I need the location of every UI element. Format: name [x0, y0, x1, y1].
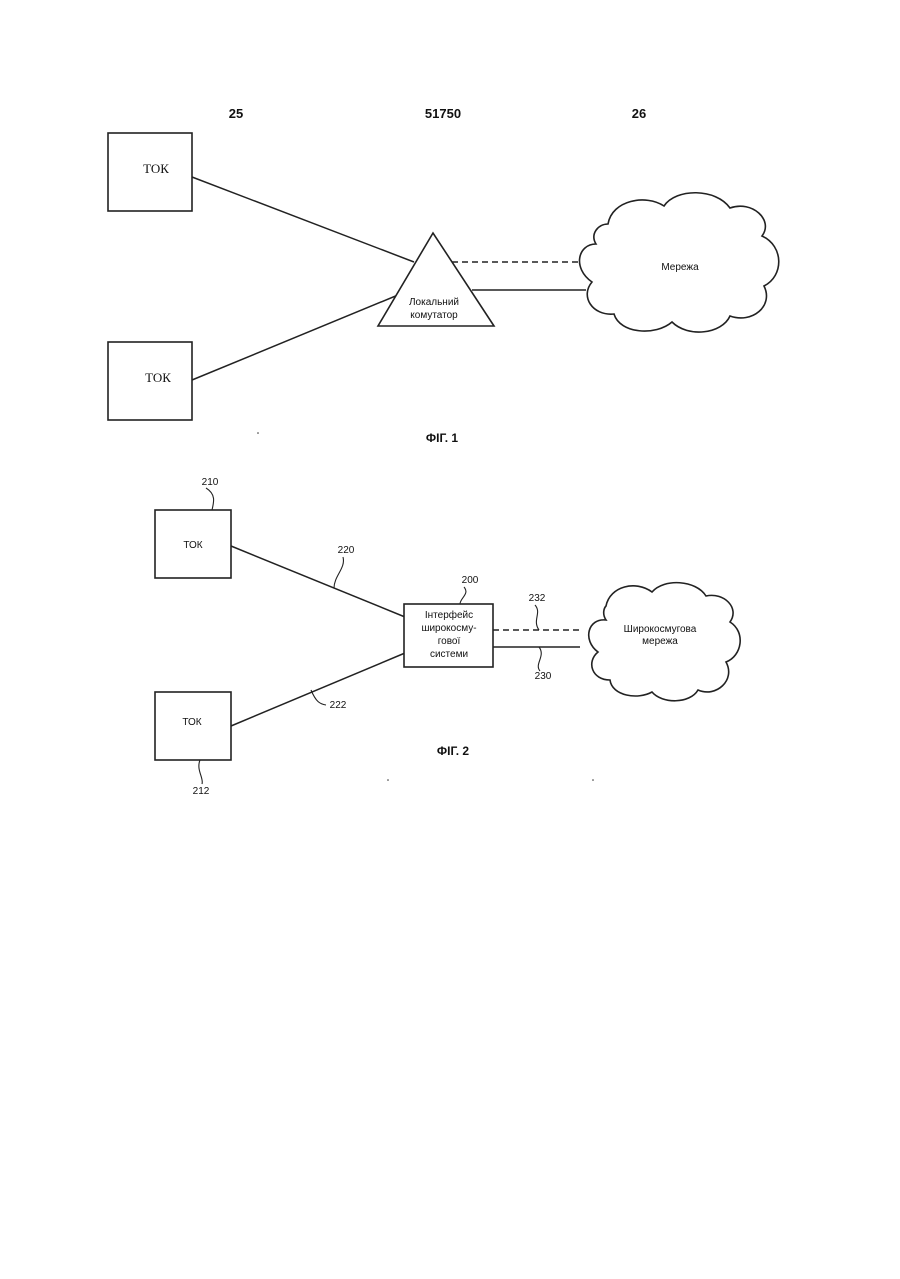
fig1-switch-label-1: Локальний	[409, 297, 459, 308]
fig2-interface-label-4: системи	[430, 649, 468, 660]
fig2-caption: ФІГ. 2	[437, 744, 470, 758]
fig2-ref-220-leader	[334, 557, 343, 588]
figure-1: ТОК ТОК Локальний комутатор Мережа ФІГ. …	[108, 133, 779, 445]
fig2-ref-230-leader	[538, 647, 541, 671]
fig2-interface-label-2: широкосму-	[421, 623, 476, 634]
fig2-line-220	[231, 546, 405, 617]
fig1-tok-top-label: ТОК	[143, 161, 169, 176]
header-right-number: 26	[632, 106, 646, 121]
fig2-ref-200-leader	[460, 587, 466, 604]
speck	[387, 779, 389, 781]
fig1-line-top	[192, 177, 414, 262]
fig2-ref-232: 232	[529, 593, 546, 604]
speck	[257, 432, 259, 434]
fig2-tok-bottom-label: ТОК	[182, 717, 201, 728]
fig2-tok-top-label: ТОК	[183, 540, 202, 551]
fig2-ref-222: 222	[330, 700, 347, 711]
fig1-caption: ФІГ. 1	[426, 431, 459, 445]
fig2-ref-210: 210	[202, 477, 219, 488]
fig2-network-label-1: Широкосмугова	[624, 624, 697, 635]
header-patent-number: 51750	[425, 106, 461, 121]
fig2-ref-212: 212	[193, 786, 210, 797]
header-left-number: 25	[229, 106, 243, 121]
fig2-interface-label-3: гової	[438, 636, 461, 647]
speck	[592, 779, 594, 781]
fig2-ref-200: 200	[462, 575, 479, 586]
fig2-ref-210-leader	[206, 488, 214, 510]
fig2-ref-220: 220	[338, 545, 355, 556]
figure-2: 210 ТОК ТОК 212 220 222 200 Інтерфейс ши…	[155, 477, 740, 797]
fig2-ref-230: 230	[535, 671, 552, 682]
fig2-network-label-2: мережа	[642, 636, 678, 647]
fig2-line-222	[231, 653, 405, 726]
fig1-line-bottom	[192, 295, 398, 380]
fig1-switch-label-2: комутатор	[410, 310, 458, 321]
fig2-ref-232-leader	[535, 605, 539, 630]
fig1-tok-bottom-label: ТОК	[145, 370, 171, 385]
fig2-ref-212-leader	[199, 760, 202, 784]
fig1-network-label: Мережа	[661, 262, 699, 273]
fig2-interface-label-1: Інтерфейс	[425, 609, 473, 621]
